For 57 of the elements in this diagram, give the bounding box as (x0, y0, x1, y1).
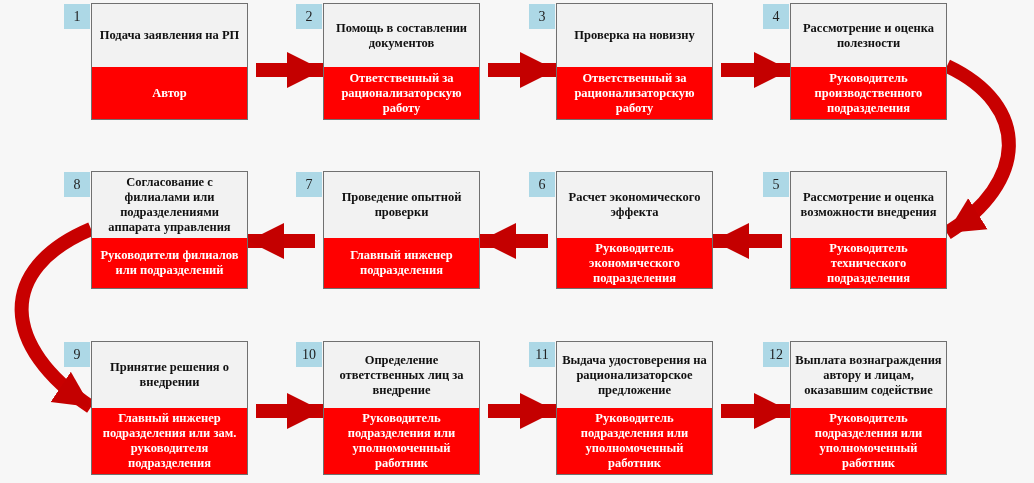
responsible-role: Руководитель технического подразделения (826, 240, 911, 286)
step-number: 6 (529, 172, 555, 197)
step-number: 7 (296, 172, 322, 197)
step-card (91, 3, 248, 120)
step-card (556, 171, 713, 289)
step-number: 10 (296, 342, 322, 367)
step-number: 9 (64, 342, 90, 367)
responsible-role: Руководители филиалов или подразделений (99, 248, 240, 278)
responsible-role: Руководитель производственного подразделения (813, 70, 924, 116)
step-card (790, 171, 947, 289)
block-arrow (488, 51, 556, 89)
responsible-role: Руководитель экономического подразделения (588, 240, 681, 286)
step-card (790, 3, 947, 120)
step-title: Рассмотрение и оценка возможности внедрения (799, 190, 938, 220)
step-number: 8 (64, 172, 90, 197)
responsible-role: Главный инженер подразделения (349, 248, 454, 278)
block-arrow (488, 392, 556, 430)
step-title: Проведение опытной проверки (340, 190, 463, 220)
responsible-role: Ответственный за рационализаторскую работу (340, 70, 463, 116)
step-number: 11 (529, 342, 555, 367)
step-title: Выплата вознаграждения автору и лицам, оказавшим содействие (795, 352, 942, 398)
responsible-role: Руководитель подразделения или уполномоченный работник (579, 411, 690, 471)
step-title: Выдача удостоверения на рационализаторское предложение (561, 352, 708, 398)
step-title: Расчет экономического эффекта (567, 190, 702, 220)
step-title: Определение ответственных лиц за внедрение (338, 352, 465, 398)
step-title: Подача заявления на РП (99, 28, 240, 43)
block-arrow (721, 392, 790, 430)
step-card (323, 3, 480, 120)
step-card (91, 341, 248, 475)
step-card (556, 341, 713, 475)
block-arrow (256, 51, 323, 89)
responsible-role: Руководитель подразделения или уполномоченный работник (813, 411, 924, 471)
block-arrow (721, 51, 790, 89)
step-title: Согласование с филиалами или подразделениями аппарата управления (107, 175, 232, 235)
step-number: 2 (296, 4, 322, 29)
step-card (556, 3, 713, 120)
responsible-role: Ответственный за рационализаторскую работу (573, 70, 696, 116)
step-number: 12 (763, 342, 789, 367)
step-number: 1 (64, 4, 90, 29)
step-title: Помощь в составлении документов (334, 20, 469, 51)
block-arrow (480, 222, 548, 260)
step-card (323, 341, 480, 475)
step-number: 4 (763, 4, 789, 29)
responsible-role: Автор (152, 85, 187, 101)
block-arrow (256, 392, 323, 430)
step-number: 3 (529, 4, 555, 29)
step-card (91, 171, 248, 289)
step-number: 5 (763, 172, 789, 197)
step-title: Проверка на новизну (574, 28, 695, 43)
step-card (323, 171, 480, 289)
step-card (790, 341, 947, 475)
responsible-role: Руководитель подразделения или уполномоченный работник (346, 411, 457, 471)
block-arrow (713, 222, 782, 260)
step-title: Рассмотрение и оценка полезности (801, 20, 936, 51)
step-title: Принятие решения о внедрении (109, 360, 230, 390)
responsible-role: Главный инженер подразделения или зам. руководителя подразделения (101, 411, 238, 471)
block-arrow (248, 222, 315, 260)
